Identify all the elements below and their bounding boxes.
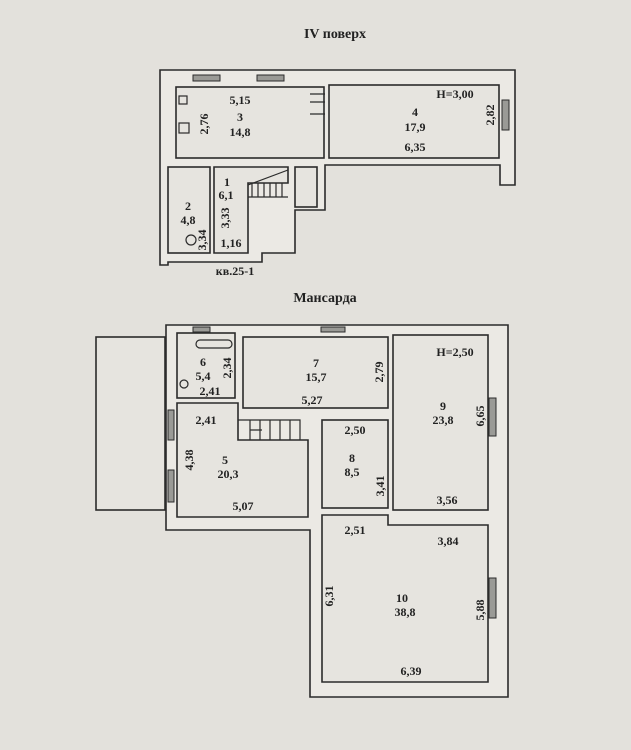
dim-label: 2,34	[220, 358, 234, 379]
floor4-title: IV поверх	[304, 27, 366, 42]
dim-label: 1,16	[221, 236, 242, 250]
toilet-icon	[179, 379, 189, 389]
room-number: 2	[185, 199, 191, 213]
dim-label: 3,34	[195, 230, 209, 251]
room-5	[176, 402, 309, 518]
room-number: 10	[396, 591, 408, 605]
room-2	[167, 166, 211, 254]
room-1	[213, 166, 289, 254]
dim-label: 3,84	[438, 534, 459, 548]
dim-label: 6,31	[322, 586, 336, 607]
room-number: 4	[412, 105, 418, 119]
room-3	[175, 86, 325, 159]
room-number: 6	[200, 355, 206, 369]
sink-icon	[178, 95, 188, 105]
stove-icon	[178, 122, 190, 134]
window	[488, 577, 497, 619]
room-number: 7	[313, 356, 319, 370]
room-number: 1	[224, 175, 230, 189]
room-area: 20,3	[218, 467, 239, 481]
room-area: 4,8	[181, 213, 196, 227]
dim-label: 5,15	[230, 93, 251, 107]
dim-label: 6,65	[473, 406, 487, 427]
window	[501, 99, 510, 131]
dim-label: 2,41	[196, 413, 217, 427]
room-area: 5,4	[196, 369, 211, 383]
closet	[294, 166, 318, 208]
room-8	[321, 419, 389, 509]
ceiling-height: H=3,00	[436, 87, 473, 101]
room-number: 5	[222, 453, 228, 467]
room-area: 15,7	[306, 370, 327, 384]
dim-label: 3,56	[437, 493, 458, 507]
attic-plan	[95, 324, 509, 698]
apartment-label: кв.25-1	[216, 264, 254, 278]
window	[167, 409, 175, 441]
terrace	[95, 336, 166, 511]
dim-label: 3,33	[218, 208, 232, 229]
dim-label: 2,76	[197, 114, 211, 135]
dim-label: 6,35	[405, 140, 426, 154]
stairs-icon	[247, 169, 289, 198]
room-4	[328, 84, 500, 159]
window	[320, 326, 346, 333]
window	[192, 326, 211, 333]
room-area: 38,8	[395, 605, 416, 619]
ceiling-height: H=2,50	[436, 345, 473, 359]
room-10	[321, 514, 489, 683]
window	[167, 469, 175, 503]
window	[488, 397, 497, 437]
room-area: 6,1	[219, 188, 234, 202]
room-area: 17,9	[405, 120, 426, 134]
attic-title: Мансарда	[293, 291, 356, 306]
bathtub-icon	[195, 339, 233, 349]
dim-label: 5,88	[473, 600, 487, 621]
dim-label: 2,41	[200, 384, 221, 398]
dim-label: 2,82	[483, 105, 497, 126]
window	[192, 74, 221, 82]
stairs-icon	[238, 419, 301, 440]
dim-label: 2,79	[372, 362, 386, 383]
dim-label: 2,51	[345, 523, 366, 537]
room-area: 8,5	[345, 465, 360, 479]
dim-label: 4,38	[182, 450, 196, 471]
window	[256, 74, 285, 82]
room-number: 3	[237, 110, 243, 124]
toilet-icon	[185, 234, 197, 246]
dim-label: 5,27	[302, 393, 323, 407]
room-area: 14,8	[230, 125, 251, 139]
room-number: 9	[440, 399, 446, 413]
room-number: 8	[349, 451, 355, 465]
room-area: 23,8	[433, 413, 454, 427]
door-icon	[310, 93, 325, 115]
dim-label: 6,39	[401, 664, 422, 678]
room-7	[242, 336, 389, 409]
dim-label: 3,41	[373, 476, 387, 497]
floor4-plan	[159, 69, 516, 266]
dim-label: 5,07	[233, 499, 254, 513]
room-9	[392, 334, 489, 511]
dim-label: 2,50	[345, 423, 366, 437]
